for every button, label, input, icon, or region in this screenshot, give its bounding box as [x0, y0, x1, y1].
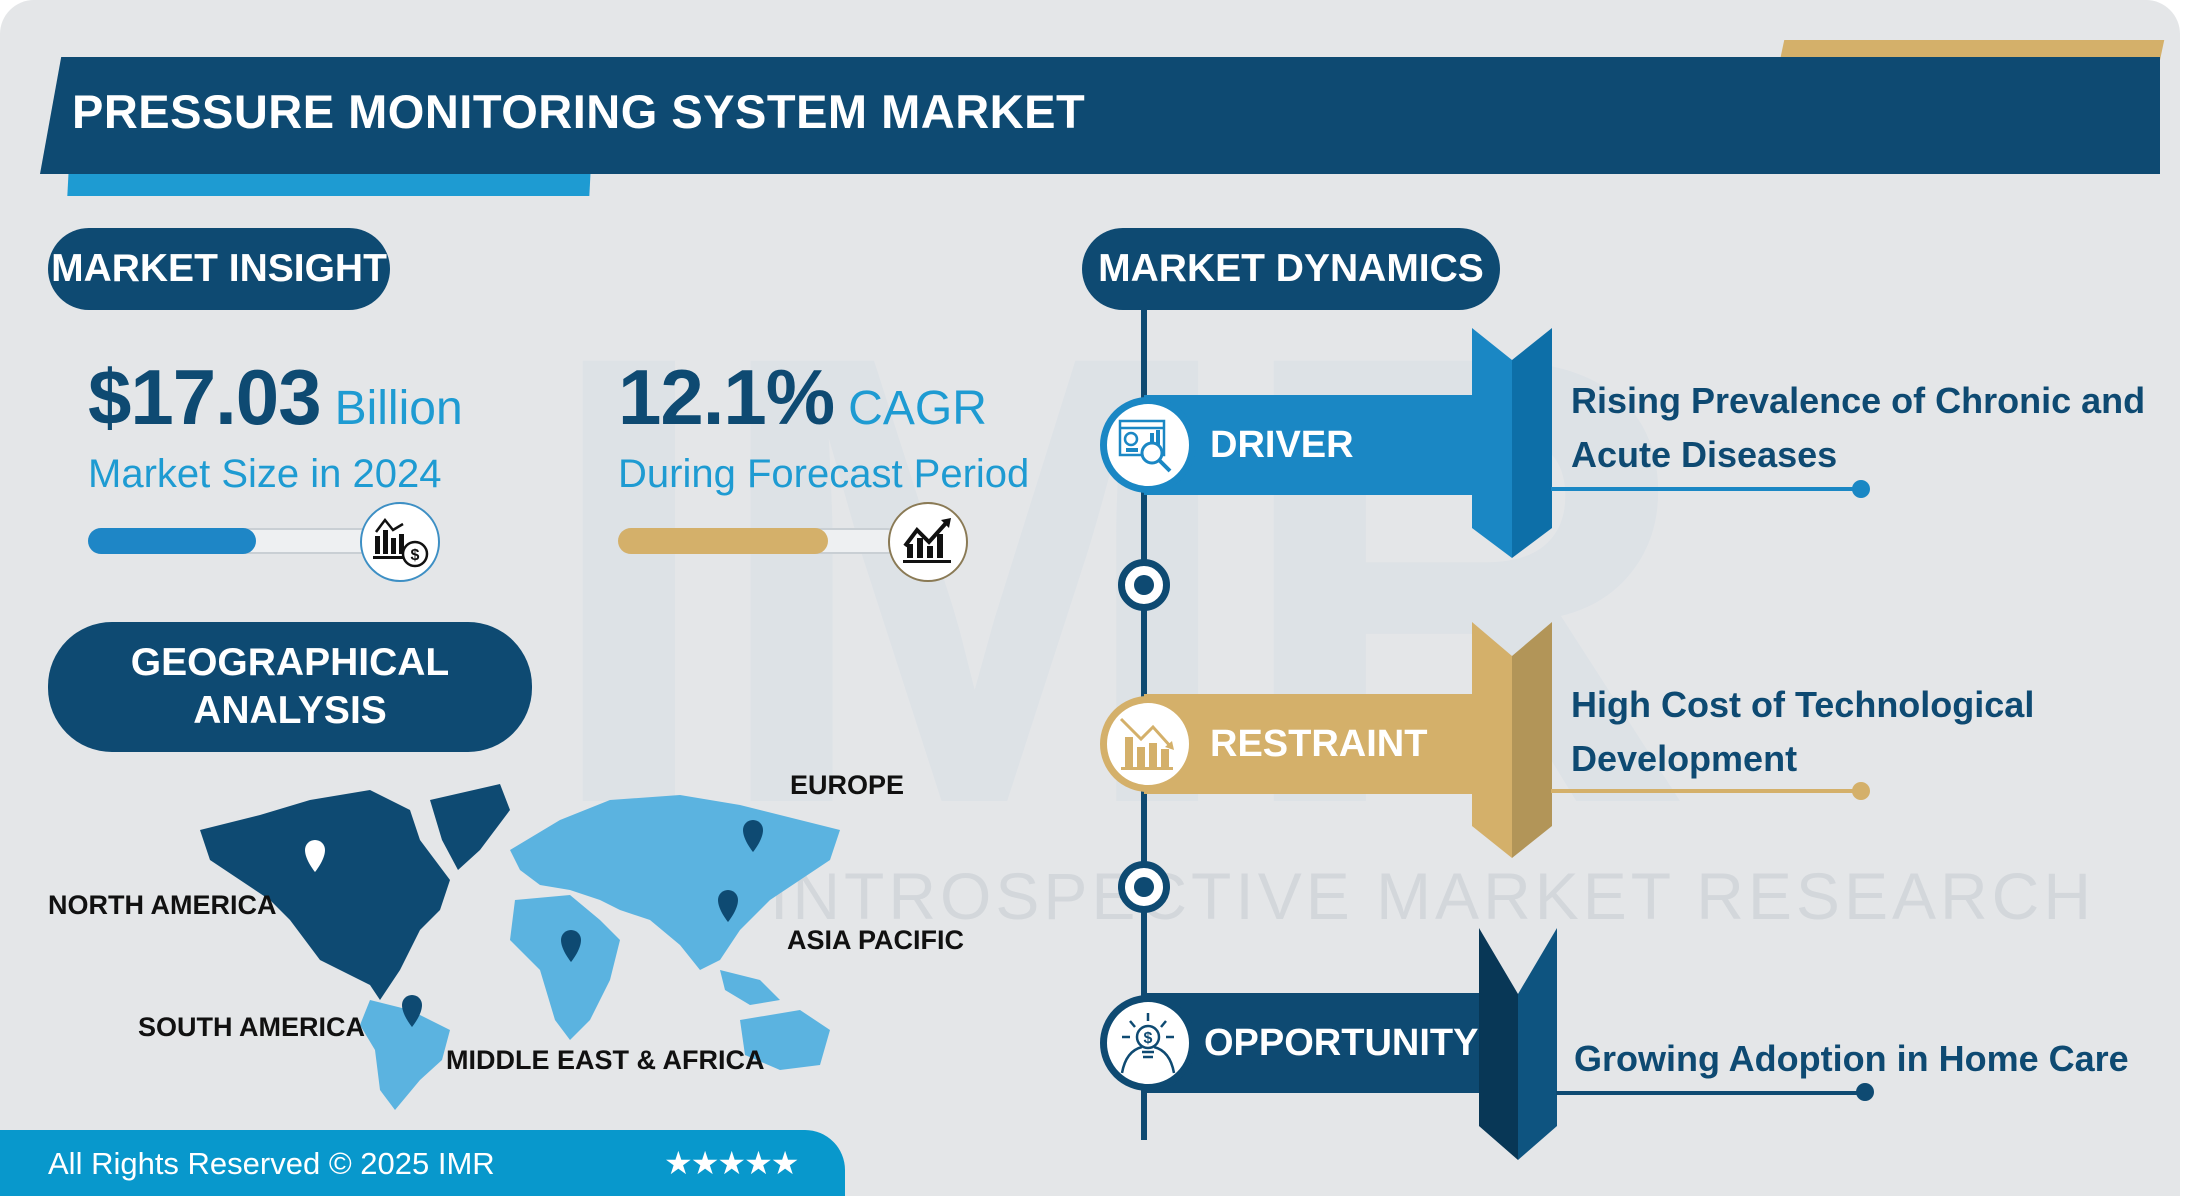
north-america-pin-icon: [305, 840, 325, 872]
opportunity-chevron: [1479, 928, 1557, 1160]
region-south-america: SOUTH AMERICA: [138, 1012, 365, 1042]
opportunity-connector: [1556, 1091, 1866, 1095]
cagr-progress-fill: [618, 528, 828, 554]
market-dynamics-heading: MARKET DYNAMICS: [1082, 228, 1500, 310]
restraint-band: RESTRAINT: [1144, 694, 1476, 794]
cagr-unit: CAGR: [848, 382, 987, 435]
restraint-connector-dot: [1852, 782, 1870, 800]
restraint-connector: [1551, 789, 1861, 793]
header-bar: [40, 57, 2160, 174]
driver-connector-dot: [1852, 480, 1870, 498]
region-middle-east-africa: MIDDLE EAST & AFRICA: [446, 1045, 765, 1075]
cagr-progress: [618, 528, 900, 554]
europe-pin-icon: [743, 820, 763, 852]
south-america-pin-icon: [402, 995, 422, 1027]
cagr-caption: During Forecast Period: [618, 452, 1030, 496]
region-asia-pacific: ASIA PACIFIC: [787, 925, 965, 955]
driver-text: Rising Prevalence of Chronic and Acute D…: [1571, 374, 2145, 482]
growth-chart-icon: [888, 502, 968, 582]
region-europe: EUROPE: [790, 770, 905, 800]
opportunity-text-line1: Growing Adoption in Home Care: [1574, 1038, 2129, 1079]
opportunity-band: OPPORTUNITY: [1144, 993, 1482, 1093]
idea-dollar-icon: $: [1100, 995, 1196, 1091]
opportunity-text: Growing Adoption in Home Care: [1574, 1032, 2129, 1086]
chart-dollar-icon: $: [360, 502, 440, 582]
footer-bar: [0, 1130, 845, 1196]
driver-band: DRIVER: [1144, 395, 1476, 495]
restraint-label: RESTRAINT: [1210, 722, 1428, 765]
geo-heading-line1: GEOGRAPHICAL: [130, 641, 450, 684]
timeline-node: [1118, 861, 1170, 913]
declining-chart-icon: [1100, 696, 1196, 792]
market-size-caption: Market Size in 2024: [88, 452, 442, 496]
rating-stars-icon: ★★★★★: [664, 1145, 799, 1181]
driver-connector: [1551, 487, 1861, 491]
page-title: PRESSURE MONITORING SYSTEM MARKET: [72, 85, 1086, 138]
restraint-text-line2: Development: [1571, 738, 1798, 779]
geographical-analysis-heading: GEOGRAPHICAL ANALYSIS: [48, 622, 532, 752]
driver-label: DRIVER: [1210, 423, 1354, 466]
market-size-unit: Billion: [334, 382, 463, 435]
geo-heading-line2: ANALYSIS: [193, 689, 387, 732]
market-size-value: $17.03: [88, 353, 322, 441]
mea-pin-icon: [561, 930, 581, 962]
asia-pacific-pin-icon: [718, 890, 738, 922]
driver-chevron: [1472, 328, 1552, 558]
svg-text:$: $: [1144, 1030, 1153, 1047]
restraint-chevron: [1472, 622, 1552, 858]
restraint-text: High Cost of Technological Development: [1571, 678, 2034, 786]
region-north-america: NORTH AMERICA: [48, 890, 277, 920]
driver-text-line2: Acute Diseases: [1571, 434, 1838, 475]
market-insight-heading: MARKET INSIGHT: [48, 228, 390, 310]
watermark-text: INTROSPECTIVE MARKET RESEARCH: [770, 859, 2095, 933]
opportunity-connector-dot: [1856, 1083, 1874, 1101]
timeline-node: [1118, 559, 1170, 611]
cagr-value: 12.1%: [618, 353, 835, 441]
copyright-text: All Rights Reserved © 2025 IMR: [48, 1146, 495, 1181]
restraint-text-line1: High Cost of Technological: [1571, 684, 2035, 725]
analytics-magnifier-icon: [1100, 397, 1196, 493]
driver-text-line1: Rising Prevalence of Chronic and: [1571, 380, 2146, 421]
world-map: [200, 784, 840, 1110]
market-size-progress-fill: [88, 528, 256, 554]
svg-text:$: $: [411, 547, 420, 564]
market-size-progress: [88, 528, 374, 554]
opportunity-label: OPPORTUNITY: [1204, 1021, 1479, 1064]
cagr-stat: 12.1%CAGR: [618, 352, 987, 443]
